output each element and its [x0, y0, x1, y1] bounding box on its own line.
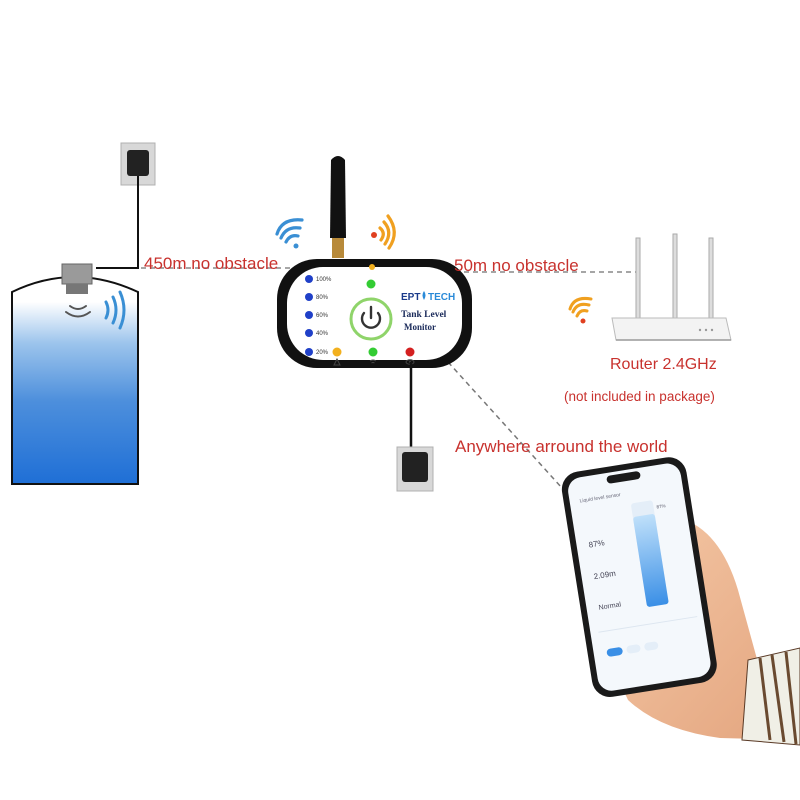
monitor-title-line1: Tank Level [401, 310, 447, 320]
power-socket-left [96, 143, 155, 268]
monitor-wifi-left-icon [277, 220, 302, 249]
wifi-led [369, 348, 378, 357]
smartphone: Liquid level sensor 87% 2.09m Normal 87% [559, 455, 719, 700]
alarm-led [406, 348, 415, 357]
level-label-80: 80% [316, 295, 329, 301]
level-label-100: 100% [316, 277, 332, 283]
top-status-led [367, 280, 376, 289]
level-label-40: 40% [316, 331, 329, 337]
brand-right: TECH [428, 292, 455, 303]
router-distance-label: 50m no obstacle [454, 256, 579, 276]
brand-left: EPT [401, 292, 420, 303]
monitor-wifi-right-icon [371, 216, 394, 248]
phone-link-line [448, 362, 562, 488]
router-signal-icon [570, 298, 591, 323]
power-button[interactable] [351, 299, 391, 339]
router-note-label: (not included in package) [564, 389, 715, 404]
tank-level-monitor: 100% 80% 60% 40% 20% EPT TECH Tank Level… [277, 259, 472, 368]
level-label-20: 20% [316, 350, 329, 356]
sensor-distance-label: 450m no obstacle [144, 254, 278, 274]
level-sensor [62, 264, 92, 284]
warning-led [333, 348, 342, 357]
power-socket-bottom [397, 362, 433, 491]
monitor-title-line2: Monitor [404, 322, 436, 332]
level-label-60: 60% [316, 313, 329, 319]
router-name-label: Router 2.4GHz [610, 356, 717, 374]
wifi-router [612, 234, 731, 340]
monitor-antenna [330, 156, 346, 258]
water-tank [12, 264, 138, 484]
anywhere-label: Anywhere arround the world [455, 437, 668, 457]
